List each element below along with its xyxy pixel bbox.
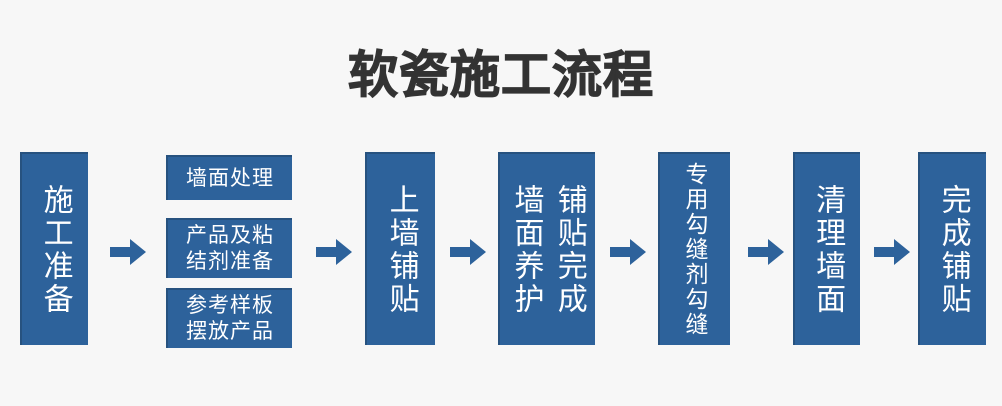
flow-node-wall-mounting-paving[interactable]: 上墙铺贴 [365,152,435,345]
vertical-text-wrap: 完成铺贴 [934,184,971,316]
flow-node-label-column-2: 墙面养护 [509,183,543,316]
arrow-right-icon [110,239,146,265]
flow-node-label: 完成铺贴 [936,183,970,316]
flow-subnode-wall-surface-treatment[interactable]: 墙面处理 [166,155,292,200]
flow-node-paving-finished[interactable]: 完成铺贴 [918,152,986,345]
flow-node-label: 专用勾缝剂勾缝 [682,162,709,337]
vertical-text-wrap: 专用勾缝剂勾缝 [681,162,709,337]
flow-node-label: 清理墙面 [811,183,845,316]
flow-subnode-label: 墙面处理 [186,166,274,190]
flow-node-construction-preparation[interactable]: 施工准备 [20,152,88,345]
flow-node-label-column-1: 铺贴完成 [552,183,586,316]
flow-node-wall-cleaning[interactable]: 清理墙面 [793,152,860,345]
flow-subnode-reference-sample-layout[interactable]: 参考样板 摆放产品 [166,288,292,348]
arrow-right-icon [610,239,646,265]
arrow-right-icon [874,239,910,265]
vertical-text-wrap: 施工准备 [36,184,73,316]
vertical-text-wrap: 清理墙面 [809,184,846,316]
flow-node-label: 上墙铺贴 [384,183,418,316]
flow-node-paving-complete-wall-curing[interactable]: 铺贴完成 墙面养护 [498,152,595,345]
arrow-right-icon [316,239,352,265]
flow-subnode-label: 参考样板 摆放产品 [186,294,274,343]
flow-node-special-grout-jointing[interactable]: 专用勾缝剂勾缝 [658,152,730,345]
arrow-right-icon [748,239,784,265]
arrow-right-icon [450,239,486,265]
flow-subnode-label: 产品及粘 结剂准备 [186,224,274,273]
flow-subnode-product-and-adhesive-preparation[interactable]: 产品及粘 结剂准备 [166,218,292,278]
page-title: 软瓷施工流程 [347,46,654,103]
vertical-text-wrap: 上墙铺贴 [382,184,419,316]
flow-node-label: 施工准备 [38,183,72,316]
flow-node-preparation-substeps: 墙面处理 产品及粘 结剂准备 参考样板 摆放产品 [166,152,292,348]
vertical-text-wrap: 铺贴完成 墙面养护 [507,184,587,316]
